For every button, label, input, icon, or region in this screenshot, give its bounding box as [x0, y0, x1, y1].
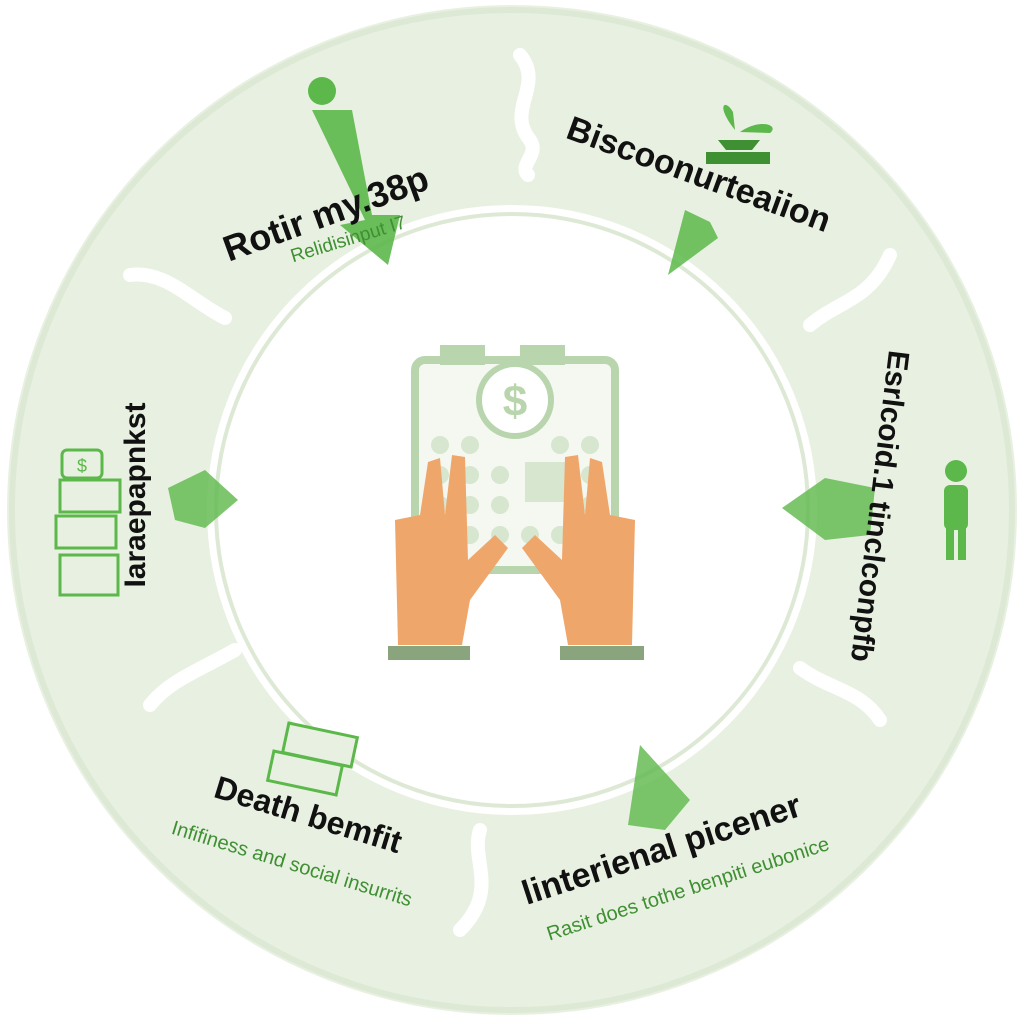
sprout-hand-icon: [706, 104, 773, 164]
segment-left-title: Iaraepapnkst: [119, 402, 152, 587]
money-documents-icon: $: [54, 448, 122, 597]
cash-stack-icon: [265, 721, 360, 797]
arrow-top-left: [312, 110, 400, 265]
segment-left: Iaraepapnkst: [119, 402, 152, 587]
right-hand: [522, 455, 635, 645]
separator-bottom-left: [143, 643, 242, 712]
arrow-top-right: [668, 210, 718, 275]
separator-right: [793, 661, 887, 727]
dollar-symbol: $: [503, 377, 527, 426]
svg-text:$: $: [77, 456, 87, 476]
flow-arrows: [168, 110, 875, 830]
separator-left: [123, 267, 232, 325]
person-info-icon: [308, 77, 336, 105]
left-hand: [395, 455, 508, 645]
arrow-bottom-right: [628, 745, 690, 830]
separator-top: [513, 48, 540, 182]
separator-bottom: [453, 823, 489, 937]
person-icon: [944, 460, 968, 560]
arrow-left: [168, 470, 238, 528]
calculator-hands-icon: $: [388, 345, 644, 660]
ring-separators: [123, 48, 897, 937]
arrow-right: [782, 478, 875, 540]
separator-top-right: [803, 248, 897, 332]
